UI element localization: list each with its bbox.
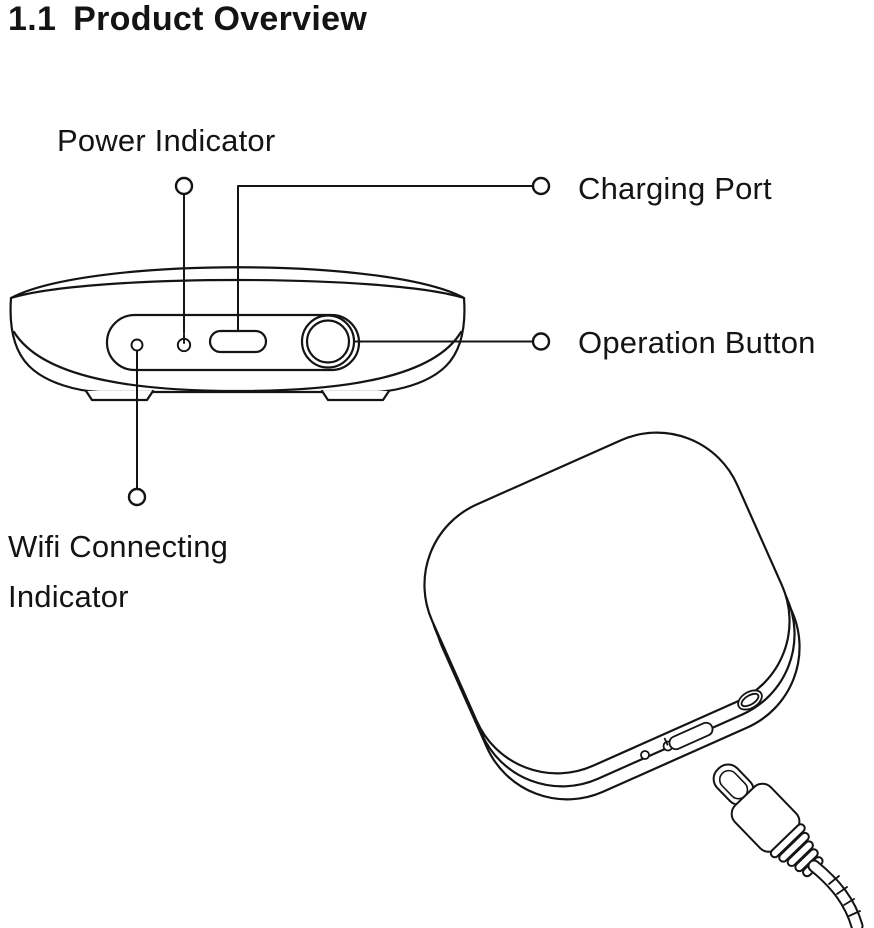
- front-bottom-contour-line: [12, 330, 463, 393]
- section-title: Product Overview: [73, 0, 368, 38]
- callout-dot-operation-button: [531, 332, 551, 351]
- label-wifi-connecting-indicator: Wifi Connecting Indicator: [8, 529, 229, 614]
- persp-top-face: [423, 431, 791, 775]
- callout-lines: [127, 176, 551, 507]
- persp-operation-button: [737, 689, 763, 711]
- charging-port: [208, 329, 268, 354]
- persp-wifi-led: [640, 750, 650, 760]
- label-power-indicator: Power Indicator: [57, 123, 276, 158]
- cable-coil-ticks: [828, 875, 861, 917]
- section-number: 1.1: [8, 0, 57, 38]
- front-left-foot: [84, 389, 155, 402]
- callout-dot-power-indicator: [174, 176, 194, 196]
- persp-charging-port: [668, 721, 714, 751]
- label-operation-button: Operation Button: [578, 325, 816, 360]
- callout-dot-charging-port: [531, 176, 551, 196]
- front-right-foot: [320, 389, 391, 402]
- persp-edge-details: [640, 689, 763, 760]
- operation-button: [300, 314, 356, 369]
- usb-cable-plug: [712, 763, 824, 878]
- label-charging-port: Charging Port: [578, 171, 772, 206]
- power-indicator-icon: [176, 333, 192, 353]
- usb-cable: [807, 859, 864, 928]
- cable-core: [809, 861, 862, 928]
- section-heading: 1.1 Product Overview: [8, 0, 367, 39]
- callout-dot-wifi-indicator: [127, 487, 147, 507]
- device-perspective-view: [423, 431, 801, 801]
- callout-line-charging-port: [237, 185, 534, 331]
